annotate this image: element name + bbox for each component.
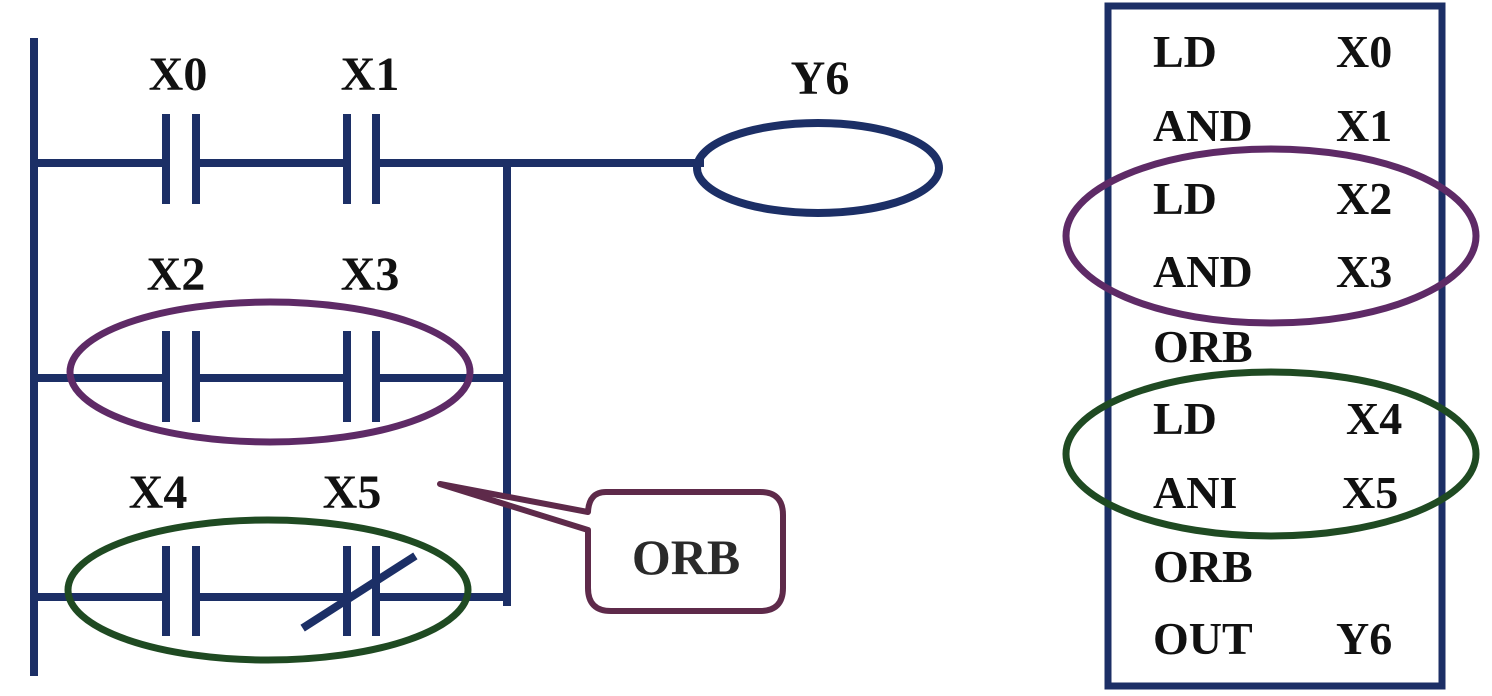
instr-1-arg: X0 — [1336, 26, 1392, 77]
label-x3: X3 — [341, 248, 400, 301]
instr-9-arg: Y6 — [1336, 613, 1392, 664]
instruction-list: LD X0 AND X1 LD X2 AND X3 ORB LD X4 ANI … — [1104, 2, 1446, 690]
contact-x5-nc-slash — [300, 552, 418, 632]
label-x1: X1 — [341, 48, 400, 101]
instr-3-arg: X2 — [1336, 173, 1392, 224]
orb-callout-text: ORB — [632, 529, 740, 585]
group-x2-x3-highlight — [66, 298, 474, 446]
label-x5: X5 — [323, 466, 382, 519]
instr-6-arg: X4 — [1346, 393, 1402, 444]
instr-7-op: ANI — [1153, 467, 1237, 518]
instr-8-op: ORB — [1153, 541, 1253, 592]
label-y6: Y6 — [791, 52, 850, 105]
instr-9-op: OUT — [1153, 613, 1253, 664]
coil-y6 — [693, 119, 943, 217]
instr-2-op: AND — [1153, 100, 1253, 151]
rung-3 — [30, 546, 511, 636]
label-x0: X0 — [149, 48, 208, 101]
instr-group-ld-x4-ani-x5-highlight — [1062, 368, 1480, 540]
group-x4-x5-highlight — [64, 516, 472, 664]
instr-5-op: ORB — [1153, 321, 1253, 372]
instr-4-op: AND — [1153, 246, 1253, 297]
label-x4: X4 — [129, 466, 188, 519]
label-x2: X2 — [147, 248, 206, 301]
orb-callout: ORB — [437, 481, 786, 614]
orb-callout-bubble — [437, 481, 786, 614]
instr-3-op: LD — [1153, 173, 1217, 224]
instr-2-arg: X1 — [1336, 100, 1392, 151]
instr-1-op: LD — [1153, 26, 1217, 77]
rung-1 — [30, 114, 943, 217]
instr-4-arg: X3 — [1336, 246, 1392, 297]
instr-6-op: LD — [1153, 393, 1217, 444]
instruction-list-border — [1104, 2, 1446, 690]
rung-2 — [30, 331, 511, 422]
instr-group-ld-x2-and-x3-highlight — [1062, 145, 1480, 327]
ladder-diagram — [30, 38, 943, 676]
instr-7-arg: X5 — [1342, 467, 1398, 518]
